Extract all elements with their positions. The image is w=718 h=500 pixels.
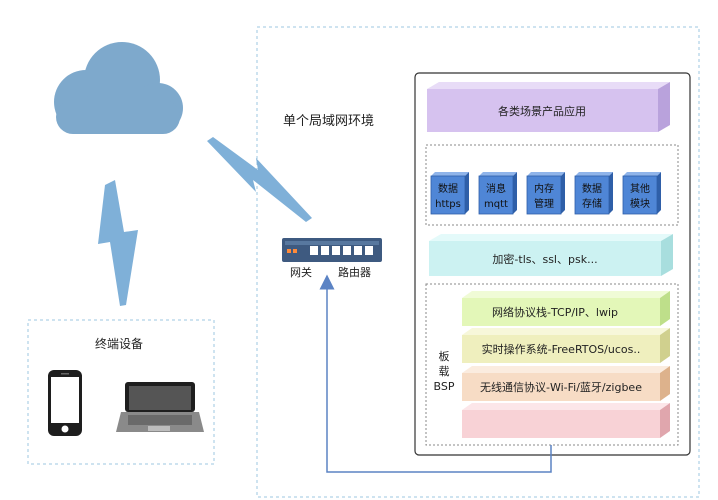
svg-text:其他: 其他	[630, 182, 650, 195]
svg-text:无线通信协议-Wi-Fi/蓝牙/zigbee: 无线通信协议-Wi-Fi/蓝牙/zigbee	[480, 380, 642, 394]
svg-text:https: https	[435, 199, 461, 210]
lan-title: 单个局域网环境	[283, 114, 374, 129]
bsp-layer-rtos: 实时操作系统-FreeRTOS/ucos..	[462, 328, 670, 363]
svg-text:数据: 数据	[438, 182, 458, 195]
module-block-https: 数据 https	[430, 172, 469, 215]
bsp-layer-wireless: 无线通信协议-Wi-Fi/蓝牙/zigbee	[462, 366, 670, 401]
app-layer	[427, 82, 670, 132]
laptop-icon	[116, 382, 204, 432]
cloud-icon	[54, 42, 183, 134]
router-label: 路由器	[338, 265, 371, 279]
bsp-label-char-3: BSP	[434, 380, 455, 393]
app-layer-label: 各类场景产品应用	[498, 104, 586, 118]
stack-to-router-arrow	[319, 274, 552, 473]
router-icon	[282, 238, 382, 262]
terminal-title: 终端设备	[95, 336, 143, 351]
svg-text:实时操作系统-FreeRTOS/ucos..: 实时操作系统-FreeRTOS/ucos..	[482, 342, 641, 356]
svg-text:存储: 存储	[582, 197, 602, 210]
bsp-label-char-1: 板	[439, 349, 450, 363]
bsp-layer-network: 网络协议栈-TCP/IP、lwip	[462, 291, 670, 326]
lightning-icon-cloud-terminal	[98, 180, 138, 306]
svg-text:模块: 模块	[630, 198, 650, 210]
gateway-label: 网关	[290, 265, 312, 279]
terminal-boundary	[27, 319, 215, 465]
lightning-icon-cloud-router	[207, 137, 312, 222]
module-block-other: 其他 模块	[622, 172, 661, 215]
bsp-container	[425, 283, 679, 446]
phone-icon	[48, 370, 82, 436]
module-block-mqtt: 消息 mqtt	[478, 172, 517, 215]
encryption-layer-label: 加密-tls、ssl、psk...	[492, 252, 597, 266]
module-block-storage: 数据 存储	[574, 172, 613, 215]
encryption-layer	[429, 234, 673, 276]
svg-text:消息: 消息	[486, 182, 506, 195]
svg-text:内存: 内存	[534, 182, 554, 195]
modules-container	[425, 144, 679, 226]
svg-text:管理: 管理	[534, 197, 554, 210]
svg-text:数据: 数据	[582, 182, 602, 195]
module-block-memory: 内存 管理	[526, 172, 565, 215]
svg-text:网络协议栈-TCP/IP、lwip: 网络协议栈-TCP/IP、lwip	[492, 305, 618, 319]
stack-outer-box	[414, 72, 691, 456]
svg-text:mqtt: mqtt	[484, 199, 508, 210]
bsp-label-char-2: 载	[439, 365, 450, 378]
bsp-layer-bottom	[462, 403, 670, 438]
